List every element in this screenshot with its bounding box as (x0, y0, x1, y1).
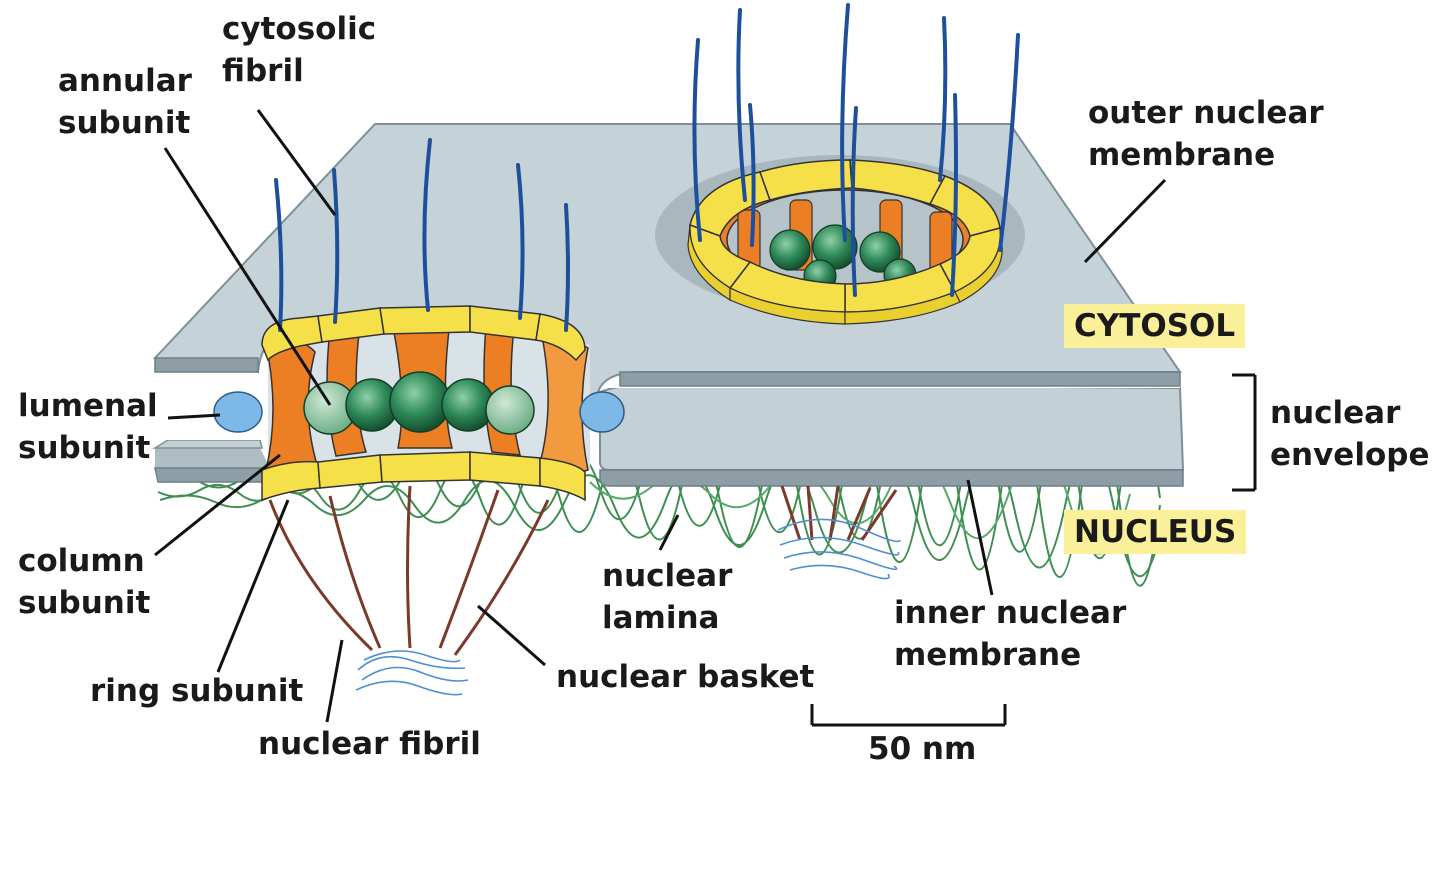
inner-nuclear-membrane-sheet (152, 382, 1185, 487)
inner-nuclear-membrane-label-line2: membrane (894, 637, 1082, 673)
annular-subunit-label-line2: subunit (58, 105, 191, 141)
nuclear-envelope-label-line2: envelope (1270, 437, 1430, 473)
nuclear-fibril-label: nuclear fibril (258, 726, 481, 762)
nuclear-envelope-label-line1: nuclear (1270, 395, 1401, 431)
nucleus-label: NUCLEUS (1064, 510, 1247, 554)
annular-subunit-label: annular subunit (58, 60, 192, 144)
annular-subunit-label-line1: annular (58, 63, 192, 99)
cytosolic-fibril-label: cytosolic fibril (222, 8, 376, 92)
nuclear-basket-label: nuclear basket (556, 659, 815, 695)
nuclear-fibril-tangle (355, 518, 901, 696)
lumenal-subunit-label-line2: subunit (18, 430, 151, 466)
leader-lines (154, 109, 1257, 727)
nuclear-lamina-label-line2: lamina (602, 600, 720, 636)
column-subunit-label: column subunit (18, 540, 150, 624)
cytosol-label: CYTOSOL (1064, 304, 1246, 348)
nuclear-lamina-label: nuclear lamina (602, 555, 732, 639)
cytosolic-fibril-label-line2: fibril (222, 53, 304, 89)
nuclear-envelope-label: nuclear envelope (1270, 392, 1429, 476)
outer-nuclear-membrane-label-line1: outer nuclear (1088, 95, 1324, 131)
lumenal-subunit-label-line1: lumenal (18, 388, 158, 424)
outer-nuclear-membrane-label-line2: membrane (1088, 137, 1276, 173)
inner-nuclear-membrane-label: inner nuclear membrane (894, 592, 1126, 676)
nuclear-pore-cutaway (213, 305, 625, 502)
nuclear-lamina-label-line1: nuclear (602, 558, 733, 594)
inner-nuclear-membrane-label-line1: inner nuclear (894, 595, 1127, 631)
cytosolic-fibril-label-line1: cytosolic (222, 11, 377, 47)
ring-subunit-label: ring subunit (90, 673, 304, 709)
outer-nuclear-membrane-label: outer nuclear membrane (1088, 92, 1324, 176)
column-subunit-label-line1: column (18, 543, 145, 579)
column-subunit-label-line2: subunit (18, 585, 151, 621)
lumenal-subunit-label: lumenal subunit (18, 385, 158, 469)
scale-bar-label: 50 nm (868, 731, 977, 767)
cytosolic-fibrils (274, 3, 1020, 332)
